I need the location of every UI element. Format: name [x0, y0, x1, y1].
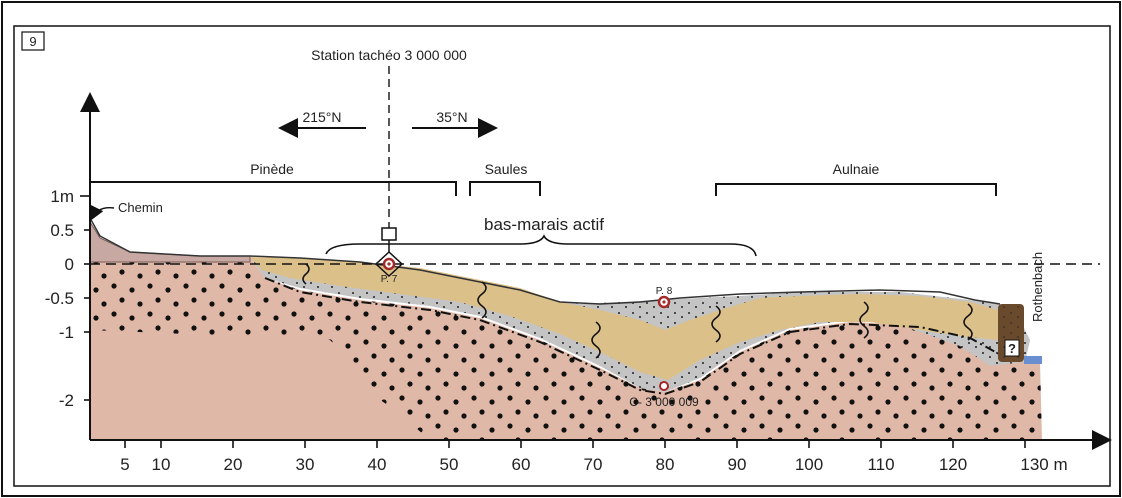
y-tick-label: -2	[59, 391, 74, 410]
stream-water	[1024, 356, 1042, 364]
point-p7	[382, 257, 396, 271]
x-tick-label: 100	[795, 455, 823, 474]
x-tick-label: 90	[728, 455, 747, 474]
x-tick-label: 50	[440, 455, 459, 474]
station-instrument	[381, 227, 397, 241]
x-tick-label: 80	[656, 455, 675, 474]
x-tick-label: 40	[368, 455, 387, 474]
y-tick-label: 1m	[50, 187, 74, 206]
unknown-box	[1004, 339, 1020, 357]
x-tick-label: 20	[224, 455, 243, 474]
silt-wedge-dots	[560, 296, 760, 330]
marsh-brace	[325, 234, 757, 257]
zone-bracket-aulnaie	[715, 183, 997, 196]
direction-label-right: 35°N	[436, 109, 467, 125]
x-tick-label: 120	[939, 455, 967, 474]
figure-number-box	[21, 31, 45, 51]
x-tick-label: 10	[152, 455, 171, 474]
root-symbols	[302, 263, 973, 359]
point-p8	[657, 295, 671, 309]
zone-label-aulnaie: Aulnaie	[833, 161, 880, 177]
sand-boundary-line	[264, 277, 1011, 396]
direction-label-left: 215°N	[302, 109, 341, 125]
station-label: Station tachéo 3 000 000	[311, 47, 467, 63]
zone-bracket-saules	[469, 181, 541, 196]
inner-frame	[13, 25, 1111, 487]
point-p8-label: P. 8	[656, 286, 673, 297]
x-tick-label: 30	[296, 455, 315, 474]
x-tick-label: 5	[120, 455, 129, 474]
zone-bracket-pinede	[89, 181, 457, 196]
x-tick-label: 110	[867, 455, 894, 474]
path-label: Chemin	[118, 200, 163, 215]
point-p7-label: P. 7	[381, 274, 398, 285]
stream-label: Rothenbach	[1030, 252, 1045, 322]
peat-layer	[250, 257, 998, 380]
path-pointer	[90, 204, 115, 221]
x-tick-label: 70	[584, 455, 603, 474]
figure-number: 9	[29, 34, 36, 49]
y-tick-label: 0	[65, 255, 74, 274]
x-tick-marks	[124, 440, 1026, 448]
x-tick-label: 60	[512, 455, 531, 474]
y-tick-label: -1	[59, 323, 74, 342]
y-tick-label: 0.5	[50, 221, 74, 240]
zone-label-pinede: Pinède	[250, 161, 294, 177]
point-core	[659, 381, 669, 391]
ground-surface	[89, 217, 1001, 305]
zone-label-saules: Saules	[485, 161, 528, 177]
point-core-label: C- 3 000 009	[629, 395, 699, 409]
sand-lower-left	[90, 330, 430, 440]
station-tripod	[374, 250, 404, 278]
marsh-label: bas-marais actif	[484, 215, 604, 234]
unknown-mark: ?	[1008, 341, 1016, 356]
y-tick-label: -0.5	[45, 289, 74, 308]
x-tick-label: 130 m	[1020, 455, 1067, 474]
y-tick-marks	[80, 195, 90, 401]
